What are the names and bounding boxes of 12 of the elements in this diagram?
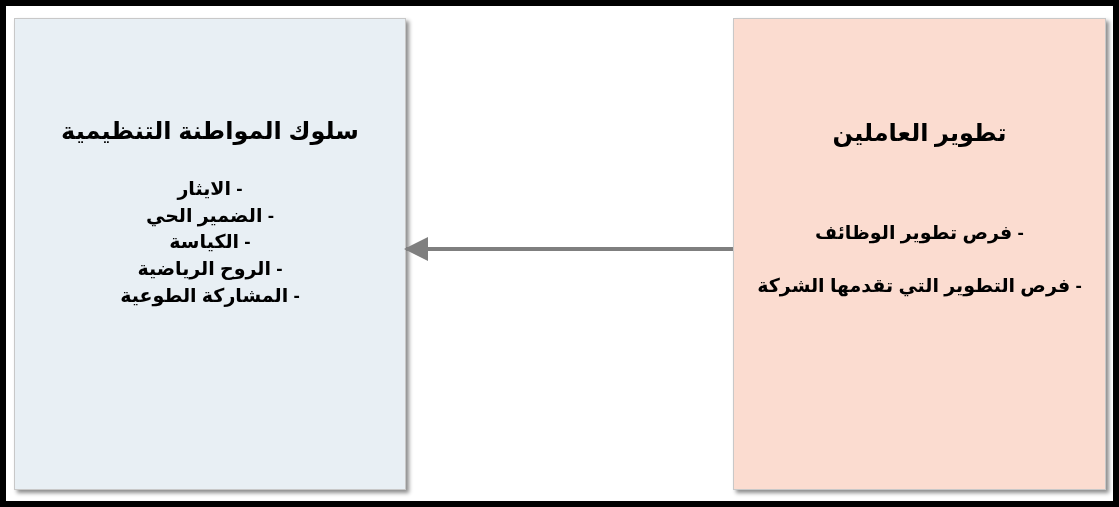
content-box [14,18,406,490]
arrow [404,237,733,261]
list-item: - الكياسة [169,230,251,255]
box-heading: سلوك المواطنة التنظيمية [61,117,359,145]
list-item: - الايثار [177,177,243,202]
list-item: - الضمير الحي [145,203,275,229]
box-heading: تطوير العاملين [832,119,1007,147]
list-item: - المشاركة الطوعية [120,283,300,309]
list-item: - فرص تطوير الوظائف [815,221,1024,246]
list-item: - فرص التطوير التي تقدمها الشركة [757,273,1082,299]
content-box [733,18,1106,490]
list-item: - الروح الرياضية [137,257,283,282]
